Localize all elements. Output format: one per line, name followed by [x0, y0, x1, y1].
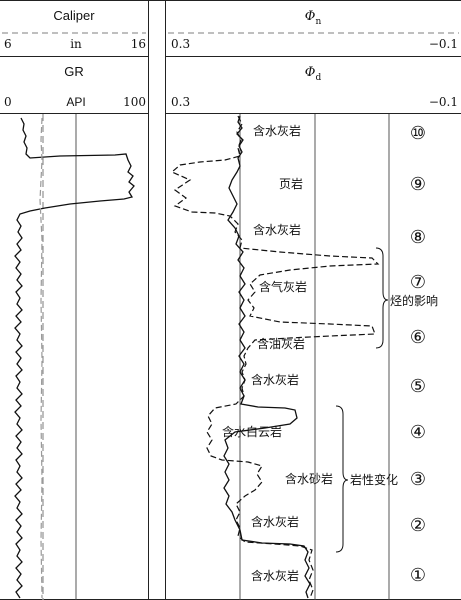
lithology-labels: 含水灰岩 页岩 含水灰岩 含气灰岩 含油灰岩 含水灰岩 含水白云岩 含水砂岩 含… — [222, 123, 333, 583]
lithology-label: 含水灰岩 — [251, 514, 299, 529]
zone-number: ⑩ — [410, 123, 426, 144]
caliper-header: Caliper 6 in 16 — [2, 8, 146, 51]
zone-number: ⑤ — [410, 376, 426, 397]
lithology-label: 含水灰岩 — [251, 568, 299, 583]
phi-d-curve — [223, 115, 311, 599]
phi-d-header: Φd 0.3 −0.1 — [171, 65, 458, 109]
lithology-label: 含水白云岩 — [222, 424, 282, 439]
caliper-curve — [14, 117, 135, 599]
phi-n-header: Φn 0.3 −0.1 — [168, 9, 459, 51]
zone-number: ③ — [410, 469, 426, 490]
caliper-scale-max: 16 — [131, 37, 146, 51]
lithology-label: 含水砂岩 — [285, 471, 333, 486]
gr-scale-min: 0 — [4, 95, 12, 109]
gr-title: GR — [64, 64, 84, 79]
zone-number: ⑨ — [410, 174, 426, 195]
phi-d-scale-min: 0.3 — [171, 95, 190, 109]
lithology-label: 页岩 — [279, 176, 303, 191]
lithology-label: 含水灰岩 — [253, 222, 301, 237]
phi-n-scale-max: −0.1 — [429, 37, 458, 51]
caliper-title: Caliper — [53, 8, 95, 23]
zone-numbers: ⑩ ⑨ ⑧ ⑦ ⑥ ⑤ ④ ③ ② ① — [410, 123, 426, 586]
phi-d-symbol: Φ — [305, 65, 316, 80]
hydrocarbon-bracket — [375, 247, 389, 349]
phi-n-scale-min: 0.3 — [171, 37, 190, 51]
zone-number: ⑧ — [410, 227, 426, 248]
lithology-label: 含水灰岩 — [251, 372, 299, 387]
lithology-bracket — [335, 405, 349, 553]
lithology-label: 含气灰岩 — [259, 279, 307, 294]
caliper-scale-unit: in — [70, 37, 82, 51]
phi-n-title: Φn — [305, 9, 322, 27]
hydrocarbon-effect-label: 烃的影响 — [390, 293, 438, 308]
gr-header: GR 0 API 100 — [4, 64, 146, 109]
gr-curve — [39, 117, 43, 599]
zone-number: ⑦ — [410, 272, 426, 293]
phi-n-subscript: n — [315, 17, 321, 27]
phi-d-title: Φd — [305, 65, 322, 83]
caliper-scale-min: 6 — [4, 37, 12, 51]
zone-number: ② — [410, 515, 426, 536]
lithology-label: 含油灰岩 — [257, 336, 305, 351]
zone-number: ① — [410, 565, 426, 586]
gr-scale-unit: API — [66, 95, 85, 109]
lithology-change-label: 岩性变化 — [350, 472, 398, 487]
phi-d-subscript: d — [315, 73, 321, 83]
gr-scale-max: 100 — [123, 95, 146, 109]
zone-number: ④ — [410, 422, 426, 443]
phi-d-scale-max: −0.1 — [429, 95, 458, 109]
zone-number: ⑥ — [410, 327, 426, 348]
lithology-label: 含水灰岩 — [253, 123, 301, 138]
phi-n-symbol: Φ — [305, 9, 316, 24]
phi-n-curve — [170, 115, 380, 599]
